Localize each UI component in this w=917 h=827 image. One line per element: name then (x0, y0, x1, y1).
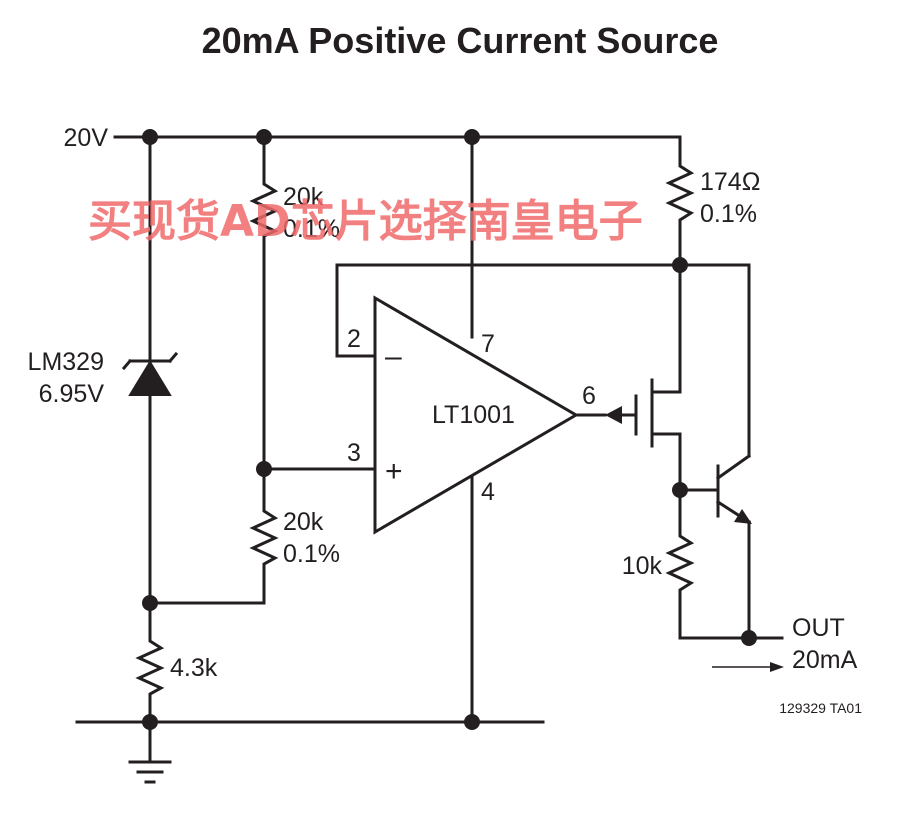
pmos-transistor-symbol (605, 378, 654, 448)
r-top-value-label: 20k (283, 183, 324, 211)
npn-transistor-symbol (715, 453, 752, 525)
junction-dot (672, 482, 688, 498)
r-bot-tol-label: 0.1% (283, 540, 340, 568)
opamp-pin2-label: 2 (347, 325, 361, 353)
watermark-text: 买现货AD芯片选择南皇电子 (88, 196, 643, 247)
r-sense-tol-label: 0.1% (700, 200, 757, 228)
diagram-title: 20mA Positive Current Source (202, 20, 719, 61)
junction-dot (464, 714, 480, 730)
ground-icon (128, 760, 172, 784)
junction-dot (672, 257, 688, 273)
junction-dot (256, 461, 272, 477)
r-bias-value-label: 4.3k (170, 654, 218, 682)
resistor-r-base-symbol (665, 530, 695, 598)
zener-part-label: LM329 (28, 348, 104, 376)
junction-dot (464, 129, 480, 145)
junction-dot (142, 714, 158, 730)
resistor-r-bot-symbol (249, 505, 279, 570)
output-current-label: 20mA (792, 646, 858, 674)
zener-voltage-label: 6.95V (39, 380, 105, 408)
zener-diode-symbol (121, 351, 179, 396)
r-bot-value-label: 20k (283, 508, 324, 536)
opamp-part-label: LT1001 (432, 401, 515, 429)
r-top-tol-label: 0.1% (283, 215, 340, 243)
junction-dots (142, 129, 757, 730)
output-label: OUT (792, 614, 845, 642)
opamp-pin6-label: 6 (582, 382, 596, 410)
junction-dot (256, 129, 272, 145)
r-base-value-label: 10k (622, 552, 663, 580)
opamp-pin7-label: 7 (481, 330, 495, 358)
r-sense-value-label: 174Ω (700, 168, 760, 196)
current-arrow-icon (712, 662, 784, 672)
resistor-r-top-symbol (249, 178, 279, 240)
opamp-plus-symbol: + (385, 455, 403, 488)
junction-dot (142, 595, 158, 611)
junction-dot (142, 129, 158, 145)
resistor-r-sense-symbol (665, 160, 695, 228)
opamp-pin4-label: 4 (481, 478, 495, 506)
opamp-pin3-label: 3 (347, 439, 361, 467)
resistor-r-bias-symbol (135, 635, 165, 700)
opamp-minus-symbol: – (385, 340, 402, 373)
junction-dot (741, 630, 757, 646)
figure-id-label: 129329 TA01 (779, 700, 862, 716)
opamp-symbol (373, 295, 579, 535)
supply-label: 20V (64, 124, 109, 152)
